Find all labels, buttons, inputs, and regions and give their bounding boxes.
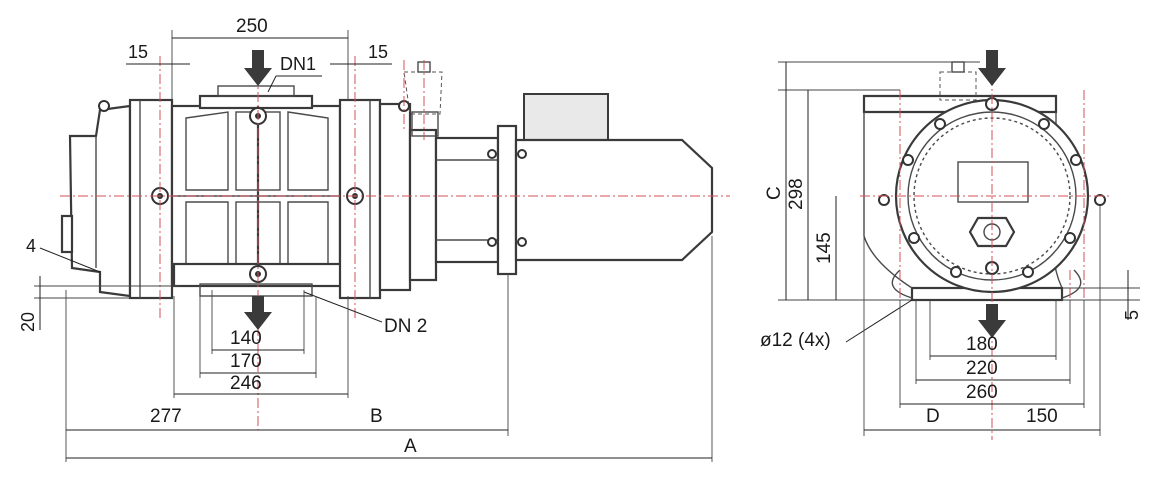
side-view: 250 15 15 DN1 4 20 DN 2 140 170 xyxy=(18,16,730,462)
end-cover xyxy=(68,104,132,298)
dim-top-width: 250 xyxy=(236,16,268,37)
end-view: C 298 145 5 ø12 (4x) 180 220 260 D 150 xyxy=(760,50,1142,440)
dim-right-offset: 15 xyxy=(368,42,388,62)
dim-hole-spacing-inner: 140 xyxy=(230,328,262,349)
drain-plug xyxy=(968,216,1016,248)
dim-d: D xyxy=(926,406,940,427)
inlet-label: DN1 xyxy=(280,54,316,74)
dim-right-gap: 5 xyxy=(1122,310,1142,320)
terminal-box xyxy=(523,93,609,147)
motor-body xyxy=(514,138,714,262)
dim-foot-offset: 4 xyxy=(26,236,36,256)
dim-base-mid: 220 xyxy=(966,358,998,379)
outlet-label: DN 2 xyxy=(384,316,427,337)
bearing-cover xyxy=(378,102,412,292)
dim-c: C xyxy=(764,186,785,200)
dim-right-half: 150 xyxy=(1026,406,1058,427)
end-cover-plug xyxy=(60,214,74,254)
nameplate xyxy=(957,161,1029,203)
end-bolts xyxy=(878,97,1106,278)
dim-base-inner: 180 xyxy=(966,334,998,355)
dim-left-length: 277 xyxy=(150,406,182,427)
end-inlet-arrow-icon xyxy=(978,50,1006,86)
dim-foot-width: 246 xyxy=(230,373,262,394)
dim-hole-spacing-outer: 170 xyxy=(230,351,262,372)
end-outlet-arrow-icon xyxy=(978,304,1006,338)
motor-flange xyxy=(496,124,518,276)
outlet-arrow-icon xyxy=(244,296,272,330)
inlet-flange xyxy=(198,94,314,110)
dim-height-total: 298 xyxy=(786,178,807,210)
inlet-arrow-icon xyxy=(244,50,272,86)
dim-foot-height: 20 xyxy=(18,312,38,332)
pump-housing xyxy=(170,104,342,286)
dim-base-outer: 260 xyxy=(966,382,998,403)
dim-b: B xyxy=(370,406,383,427)
hole-note: ø12 (4x) xyxy=(760,330,831,351)
dim-height-axis: 145 xyxy=(814,232,835,264)
dim-a: A xyxy=(404,436,417,457)
coupling-housing xyxy=(408,128,438,282)
dim-left-offset: 15 xyxy=(128,42,148,62)
